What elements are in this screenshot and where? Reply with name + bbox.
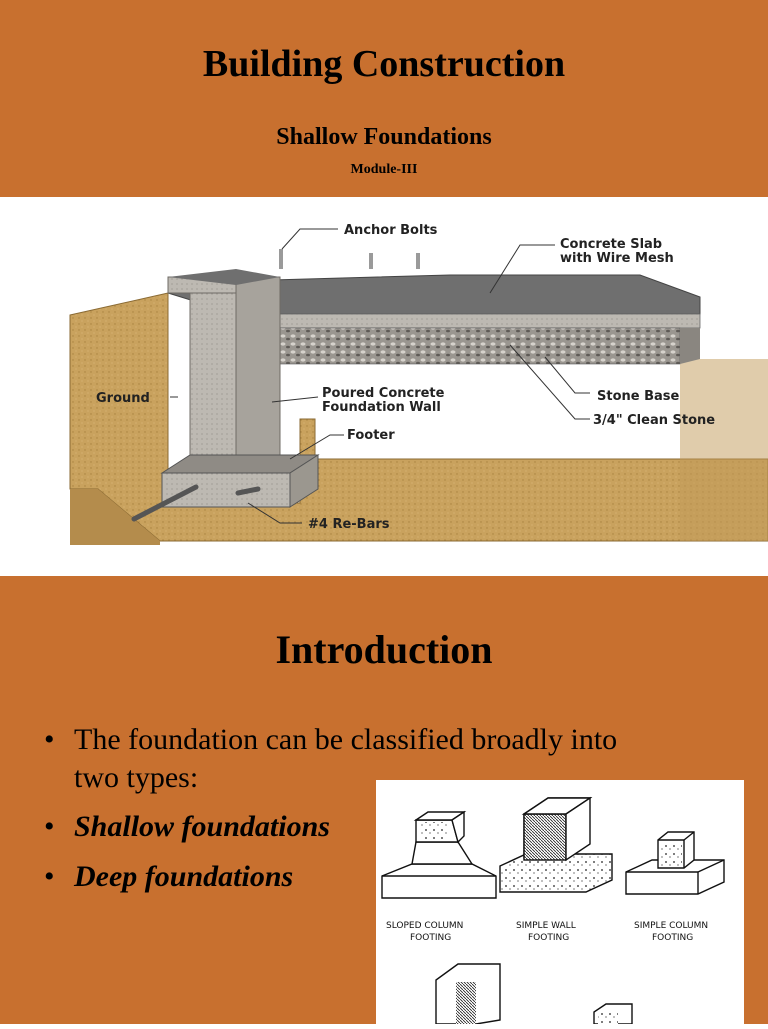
bullet-text-3: Deep foundations — [74, 860, 294, 893]
bullet-dot: • — [44, 860, 55, 893]
label-column-footing: FOOTING — [652, 933, 693, 943]
label-wall-footing: FOOTING — [528, 933, 569, 943]
label-clean-stone: 3/4" Clean Stone — [593, 413, 715, 428]
foundation-diagram: Anchor Bolts Concrete Slab with Wire Mes… — [0, 197, 768, 576]
footing-types-svg: SLOPED COLUMN FOOTING SIMPLE WALL FOOTIN… — [381, 796, 725, 1025]
bullet-dot: • — [44, 810, 55, 843]
slide-subtitle: Shallow Foundations — [276, 124, 492, 150]
simple-column-footing — [625, 831, 725, 895]
slide1-header: Building Construction Shallow Foundation… — [0, 0, 768, 197]
slide2-introduction: Introduction • The foundation can be cla… — [0, 576, 768, 1025]
slide-title: Building Construction — [202, 43, 566, 85]
label-wire-mesh: with Wire Mesh — [560, 251, 674, 266]
footing-types-diagram: SLOPED COLUMN FOOTING SIMPLE WALL FOOTIN… — [376, 780, 744, 1025]
stone-base — [235, 327, 681, 365]
rebar-2 — [235, 486, 261, 496]
label-foundation-wall: Foundation Wall — [322, 400, 441, 415]
label-simple-column: SIMPLE COLUMN — [634, 921, 708, 931]
label-rebars: #4 Re-Bars — [308, 517, 390, 532]
label-footer: Footer — [347, 428, 395, 443]
lower-footings-partial — [435, 963, 633, 1025]
label-anchor-bolts: Anchor Bolts — [344, 223, 438, 238]
anchor-bolt — [279, 249, 283, 269]
simple-wall-footing — [499, 796, 613, 893]
label-sloped-column: SLOPED COLUMN — [386, 921, 463, 931]
module-label: Module-III — [350, 162, 418, 177]
rebar-1 — [131, 484, 199, 522]
bullet-text-1-cont: two types: — [74, 761, 199, 794]
foundation-diagram-svg: Anchor Bolts Concrete Slab with Wire Mes… — [69, 223, 768, 545]
intro-title: Introduction — [275, 627, 493, 672]
label-simple-wall: SIMPLE WALL — [516, 921, 576, 931]
label-poured-concrete: Poured Concrete — [322, 386, 445, 401]
bullet-dot: • — [44, 723, 55, 756]
sloped-column-footing — [381, 810, 497, 899]
label-sloped-footing: FOOTING — [410, 933, 451, 943]
bullet-text-2: Shallow foundations — [74, 810, 330, 843]
label-stone-base: Stone Base — [597, 389, 680, 404]
bullet-text-1: The foundation can be classified broadly… — [74, 723, 618, 756]
label-ground: Ground — [96, 391, 150, 406]
label-concrete-slab: Concrete Slab — [560, 237, 662, 252]
